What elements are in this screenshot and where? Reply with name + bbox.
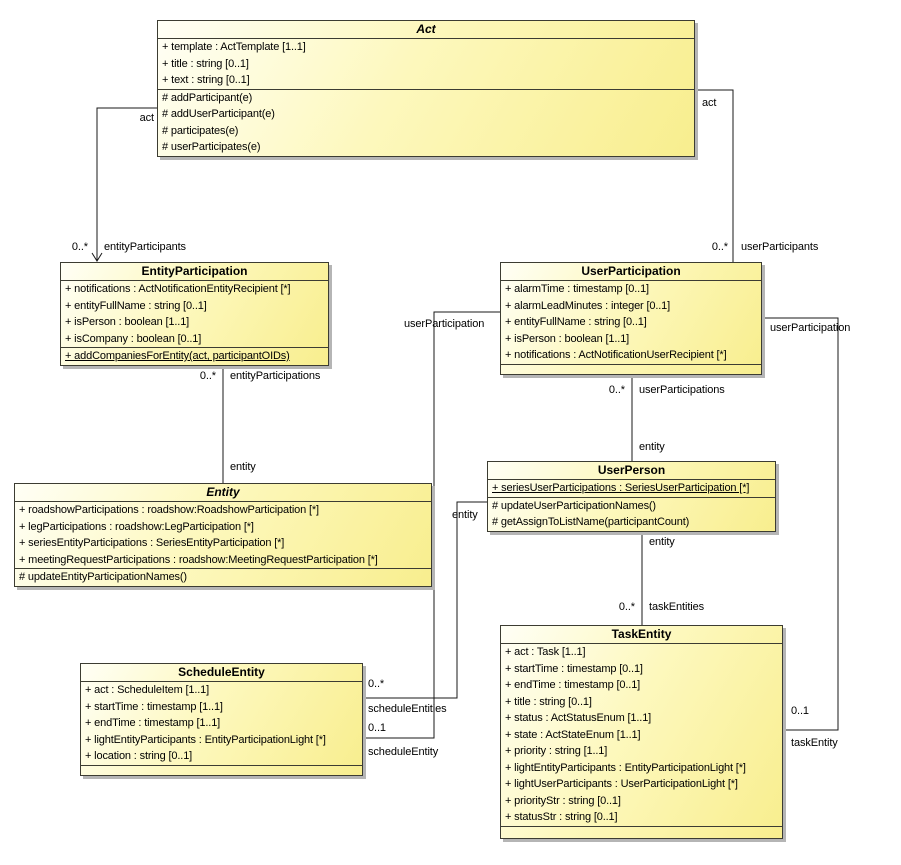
role-label: userParticipation	[770, 322, 851, 334]
attribute-row: + entityFullName : string [0..1]	[505, 316, 647, 328]
role-label: act	[702, 97, 717, 109]
attribute-row: + priority : string [1..1]	[505, 745, 608, 757]
attribute-row: + state : ActStateEnum [1..1]	[505, 728, 641, 741]
role-label: taskEntities	[649, 601, 705, 613]
attribute-row: + endTime : timestamp [0..1]	[505, 679, 641, 691]
role-label: entityParticipations	[230, 370, 321, 382]
role-label: taskEntity	[791, 737, 838, 749]
role-label: scheduleEntities	[368, 703, 447, 715]
class-userparticipation[interactable]: UserParticipation + alarmTime : timestam…	[500, 262, 762, 375]
multiplicity-label: 0..1	[368, 722, 386, 734]
multiplicity-label: 0..*	[71, 241, 88, 253]
attribute-row: + act : ScheduleItem [1..1]	[85, 684, 210, 696]
attribute-row: + legParticipations : roadshow:LegPartic…	[19, 520, 254, 533]
attribute-row: + roadshowParticipations : roadshow:Road…	[19, 504, 319, 516]
role-label: entity	[452, 509, 478, 521]
operation-row: # addParticipant(e)	[162, 91, 253, 104]
role-label: userParticipation	[404, 318, 485, 330]
attribute-row: + lightEntityParticipants : EntityPartic…	[505, 761, 746, 774]
operation-row: # updateUserParticipationNames()	[492, 499, 656, 512]
class-act-title: Act	[158, 21, 694, 39]
attribute-row-static: + seriesUserParticipations : SeriesUserP…	[492, 482, 750, 494]
attribute-row: + isPerson : boolean [1..1]	[65, 316, 190, 328]
class-act[interactable]: Act + template : ActTemplate [1..1] + ti…	[157, 20, 695, 157]
association-act-entityparticipation-line[interactable]	[96, 107, 157, 260]
class-userparticipation-title: UserParticipation	[501, 263, 761, 281]
attribute-row: + lightEntityParticipants : EntityPartic…	[85, 733, 326, 746]
attribute-row: + statusStr : string [0..1]	[505, 811, 618, 823]
class-userperson-title: UserPerson	[488, 462, 775, 480]
class-entityparticipation-title: EntityParticipation	[61, 263, 328, 281]
operation-row: # userParticipates(e)	[162, 141, 261, 153]
multiplicity-label: 0..*	[711, 241, 728, 253]
attribute-row: + isPerson : boolean [1..1]	[505, 332, 630, 345]
attribute-row: + priorityStr : string [0..1]	[505, 794, 621, 807]
attribute-row: + status : ActStatusEnum [1..1]	[505, 712, 652, 724]
attribute-row: + endTime : timestamp [1..1]	[85, 717, 221, 729]
class-taskentity[interactable]: TaskEntity + act : Task [1..1] + startTi…	[500, 625, 783, 839]
attribute-row: + template : ActTemplate [1..1]	[162, 41, 306, 53]
attribute-row: + isCompany : boolean [0..1]	[65, 332, 202, 345]
multiplicity-label: 0..*	[199, 370, 216, 382]
attribute-row: + alarmTime : timestamp [0..1]	[505, 283, 649, 295]
attribute-row: + notifications : ActNotificationEntityR…	[65, 283, 291, 295]
open-arrowhead-icon	[91, 252, 103, 262]
role-label: entity	[230, 461, 256, 473]
attribute-row: + title : string [0..1]	[505, 695, 592, 708]
attribute-row: + text : string [0..1]	[162, 74, 250, 86]
multiplicity-label: 0..*	[608, 384, 625, 396]
attribute-row: + startTime : timestamp [1..1]	[85, 700, 223, 713]
class-scheduleentity[interactable]: ScheduleEntity + act : ScheduleItem [1..…	[80, 663, 363, 776]
attribute-row: + startTime : timestamp [0..1]	[505, 662, 643, 675]
role-label: entity	[649, 536, 675, 548]
role-label: entity	[639, 441, 665, 453]
attribute-row: + location : string [0..1]	[85, 750, 193, 762]
class-entity-title: Entity	[15, 484, 431, 502]
operation-row: # getAssignToListName(participantCount)	[492, 516, 690, 528]
multiplicity-label: 0..1	[791, 705, 809, 717]
class-scheduleentity-title: ScheduleEntity	[81, 664, 362, 682]
attribute-row: + notifications : ActNotificationUserRec…	[505, 349, 727, 361]
operation-row: # participates(e)	[162, 124, 239, 137]
association-act-userparticipation-line[interactable]	[695, 89, 734, 262]
attribute-row: + meetingRequestParticipations : roadsho…	[19, 553, 378, 566]
class-entity[interactable]: Entity + roadshowParticipations : roadsh…	[14, 483, 432, 587]
attribute-row: + lightUserParticipants : UserParticipat…	[505, 778, 738, 790]
role-label: userParticipations	[639, 384, 725, 396]
attribute-row: + alarmLeadMinutes : integer [0..1]	[505, 299, 671, 312]
class-userperson[interactable]: UserPerson + seriesUserParticipations : …	[487, 461, 776, 532]
attribute-row: + seriesEntityParticipations : SeriesEnt…	[19, 537, 285, 549]
class-taskentity-title: TaskEntity	[501, 626, 782, 644]
class-entityparticipation[interactable]: EntityParticipation + notifications : Ac…	[60, 262, 329, 366]
attribute-row: + title : string [0..1]	[162, 57, 249, 70]
operation-row: # updateEntityParticipationNames()	[19, 571, 187, 583]
role-label: entityParticipants	[104, 241, 186, 253]
role-label: userParticipants	[741, 241, 819, 253]
operation-row-static: + addCompaniesForEntity(act, participant…	[65, 350, 290, 362]
multiplicity-label: 0..*	[368, 678, 385, 690]
operation-row: # addUserParticipant(e)	[162, 108, 275, 120]
role-label: act	[139, 112, 154, 124]
multiplicity-label: 0..*	[618, 601, 635, 613]
role-label: scheduleEntity	[368, 746, 439, 758]
attribute-row: + entityFullName : string [0..1]	[65, 299, 207, 312]
attribute-row: + act : Task [1..1]	[505, 646, 586, 658]
